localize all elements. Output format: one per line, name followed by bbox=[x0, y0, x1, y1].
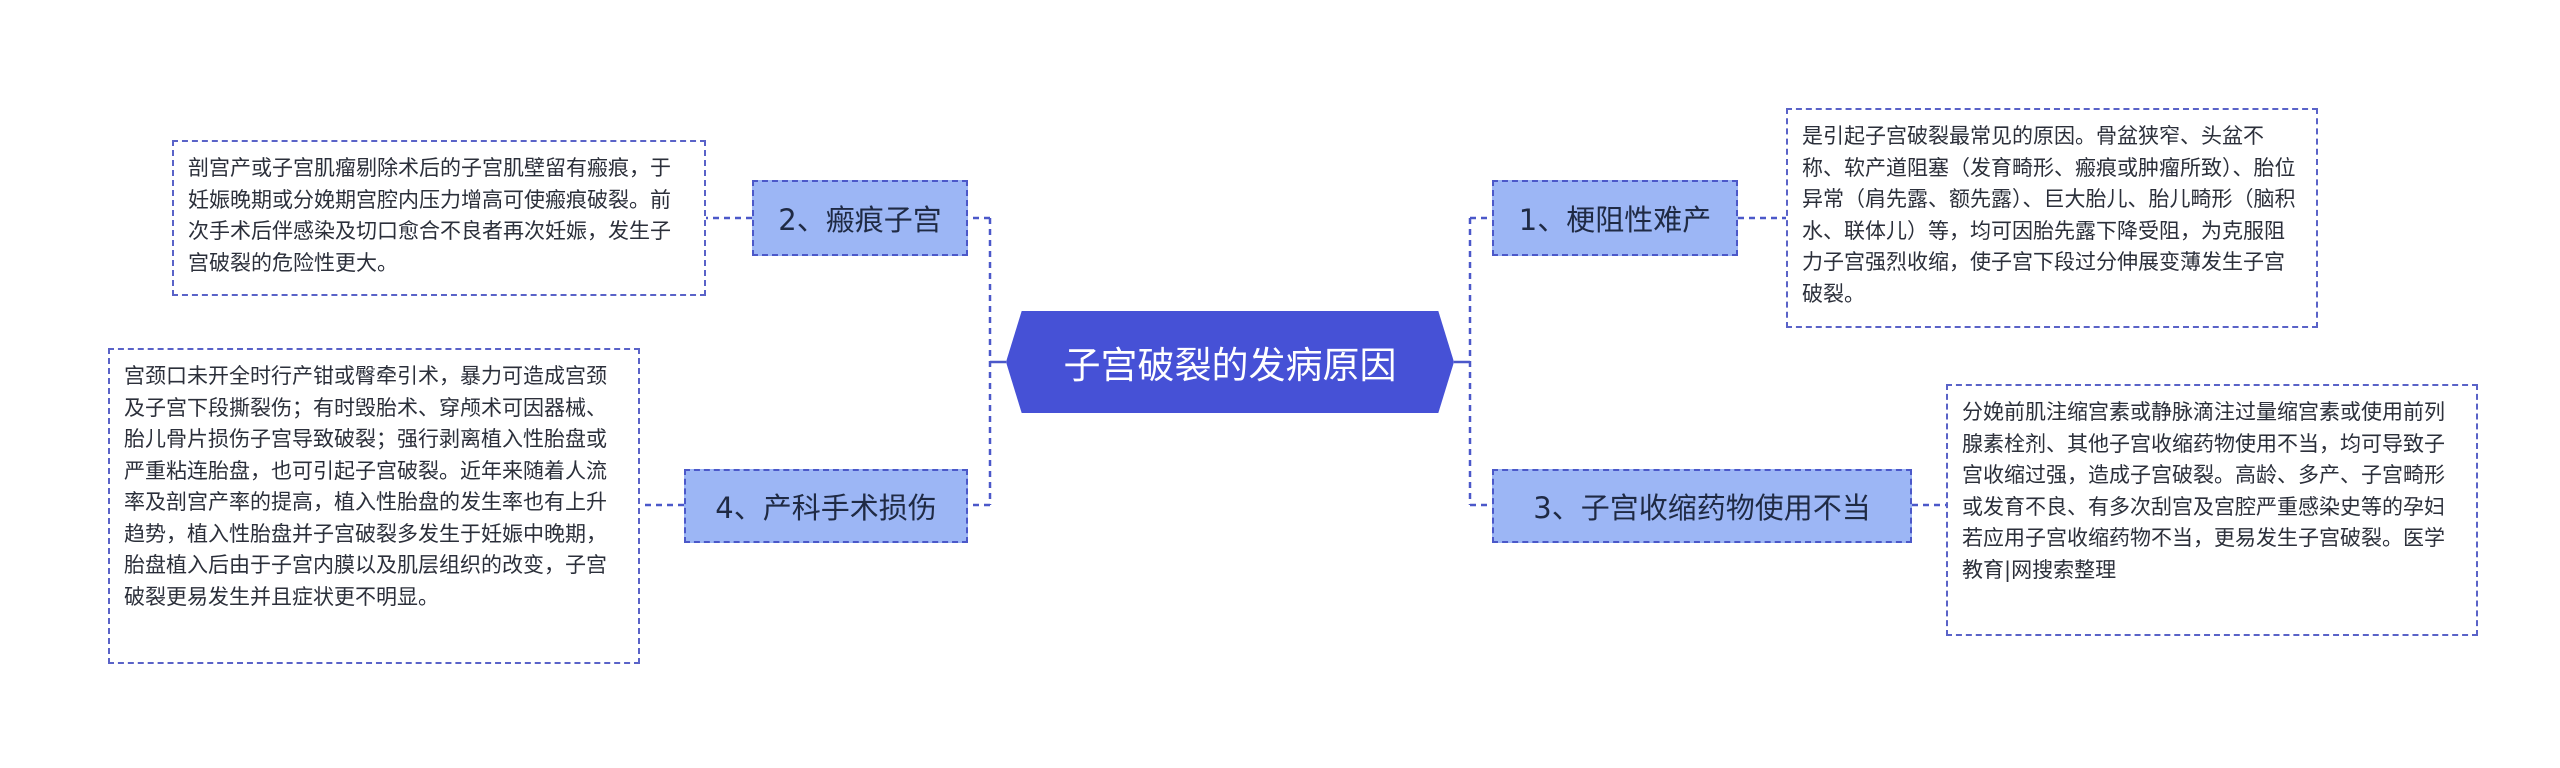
note-oxytocic-misuse: 分娩前肌注缩宫素或静脉滴注过量缩宫素或使用前列腺素栓剂、其他子宫收缩药物使用不当… bbox=[1946, 384, 2478, 636]
note-obstetric-surgery-injury: 宫颈口未开全时行产钳或臀牵引术，暴力可造成宫颈及子宫下段撕裂伤；有时毁胎术、穿颅… bbox=[108, 348, 640, 664]
note-obstructed-labor: 是引起子宫破裂最常见的原因。骨盆狭窄、头盆不称、软产道阻塞（发育畸形、瘢痕或肿瘤… bbox=[1786, 108, 2318, 328]
branch-obstetric-surgery-injury[interactable]: 4、产科手术损伤 bbox=[684, 469, 968, 543]
branch-obstructed-labor[interactable]: 1、梗阻性难产 bbox=[1492, 180, 1738, 256]
branch-scarred-uterus[interactable]: 2、瘢痕子宫 bbox=[752, 180, 968, 256]
branch-oxytocic-misuse[interactable]: 3、子宫收缩药物使用不当 bbox=[1492, 469, 1912, 543]
note-scarred-uterus: 剖宫产或子宫肌瘤剔除术后的子宫肌壁留有瘢痕，于妊娠晚期或分娩期宫腔内压力增高可使… bbox=[172, 140, 706, 296]
central-topic[interactable]: 子宫破裂的发病原因 bbox=[1006, 311, 1454, 413]
